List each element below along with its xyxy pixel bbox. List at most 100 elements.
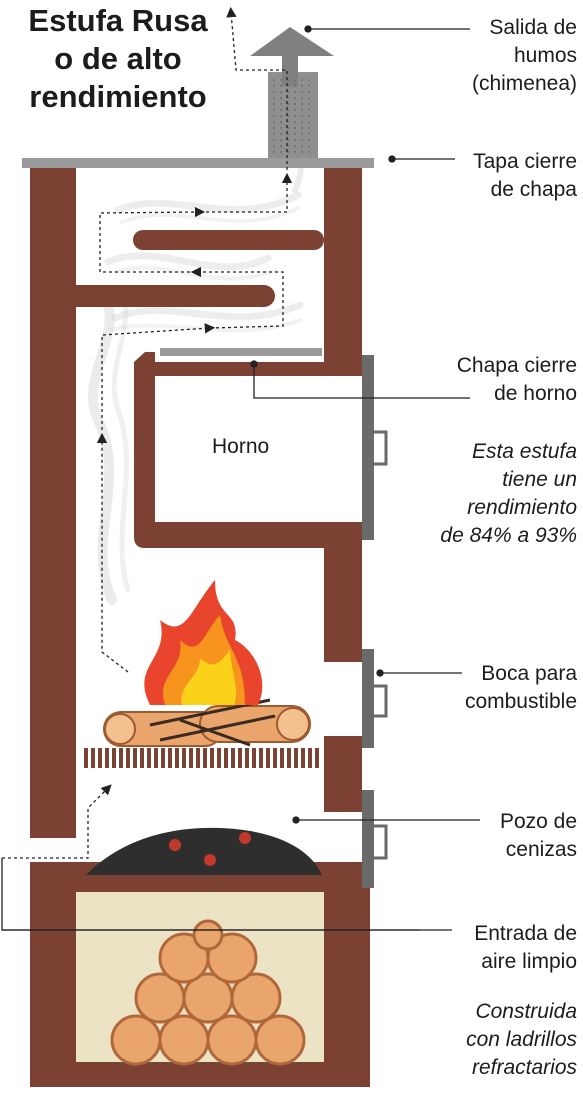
- grate-bar: [245, 748, 249, 768]
- chimney-texture-dot: [294, 103, 296, 105]
- grate-bar: [196, 748, 200, 768]
- chimney-texture-dot: [308, 91, 310, 93]
- tapa-plate: [22, 158, 374, 168]
- chimney-texture-dot: [280, 139, 282, 141]
- chimney-texture-dot: [294, 109, 296, 111]
- grate-bar: [231, 748, 235, 768]
- label-line: aire limpio: [481, 950, 577, 973]
- chimney-texture-dot: [301, 109, 303, 111]
- grate-bar: [147, 748, 151, 768]
- label-rendimiento: Esta estufa tiene un rendimiento de 84% …: [440, 438, 577, 550]
- label-line: (chimenea): [471, 72, 577, 95]
- chimney-texture-dot: [308, 145, 310, 147]
- grate-bar: [182, 748, 186, 768]
- chimney-texture-dot: [294, 85, 296, 87]
- doors: [362, 355, 388, 888]
- label-tapa-cierre: Tapa cierre de chapa: [473, 148, 577, 204]
- title-line-1: Estufa Rusa: [28, 3, 208, 38]
- chimney-texture-dot: [280, 91, 282, 93]
- chimney-texture-dot: [301, 85, 303, 87]
- chimney-texture-dot: [294, 97, 296, 99]
- chimney-texture-dot: [301, 151, 303, 153]
- chimney-texture-dot: [294, 115, 296, 117]
- chimney-texture-dot: [273, 103, 275, 105]
- label-pozo-cenizas: Pozo de cenizas: [500, 808, 577, 864]
- label-line: de 84% a 93%: [440, 524, 577, 547]
- chimney-texture-dot: [273, 127, 275, 129]
- chimney-texture-dot: [294, 151, 296, 153]
- grate-bar: [266, 748, 270, 768]
- label-line: con ladrillos: [466, 1028, 577, 1051]
- burning-logs: [103, 698, 311, 747]
- label-line: Salida de: [489, 16, 577, 39]
- chimney-texture-dot: [294, 79, 296, 81]
- chimney-texture-dot: [273, 97, 275, 99]
- label-line: Tapa cierre: [473, 150, 577, 173]
- chimney-texture-dot: [308, 109, 310, 111]
- chimney-texture-dot: [280, 151, 282, 153]
- chimney-texture-dot: [280, 133, 282, 135]
- chimney-texture-dot: [308, 127, 310, 129]
- grate-bar: [140, 748, 144, 768]
- grate-bar: [133, 748, 137, 768]
- label-line: Construida: [475, 1000, 577, 1023]
- grate-bar: [294, 748, 298, 768]
- label-line: de chapa: [490, 178, 577, 201]
- chimney-texture-dot: [301, 91, 303, 93]
- grate-bar: [217, 748, 221, 768]
- chimney-texture-dot: [294, 121, 296, 123]
- grate-bar: [126, 748, 130, 768]
- grate-bar: [203, 748, 207, 768]
- chimney-texture-dot: [280, 79, 282, 81]
- chimney-texture-dot: [301, 97, 303, 99]
- label-line: tiene un: [502, 468, 577, 491]
- grate-bar: [98, 748, 102, 768]
- chimney-texture-dot: [280, 127, 282, 129]
- label-line: rendimiento: [467, 496, 577, 519]
- grate-bar: [91, 748, 95, 768]
- chimney-texture-dot: [273, 79, 275, 81]
- chimney-texture-dot: [273, 151, 275, 153]
- oven-plate: [160, 348, 322, 356]
- chimney-texture-dot: [280, 145, 282, 147]
- chimney-texture-dot: [294, 127, 296, 129]
- chimney-texture-dot: [308, 133, 310, 135]
- chimney-texture-dot: [301, 115, 303, 117]
- chimney-texture-dot: [301, 103, 303, 105]
- leader-lines: [2, 25, 480, 931]
- chimney-texture-dot: [280, 103, 282, 105]
- grate-bar: [301, 748, 305, 768]
- chimney-texture-dot: [273, 139, 275, 141]
- label-line: de horno: [494, 382, 577, 405]
- label-construida: Construida con ladrillos refractarios: [466, 998, 577, 1082]
- chimney-texture-dot: [308, 103, 310, 105]
- chimney-texture-dot: [308, 85, 310, 87]
- grate-bar: [308, 748, 312, 768]
- label-line: Esta estufa: [471, 440, 577, 463]
- chimney-texture-dot: [294, 145, 296, 147]
- chimney-texture-dot: [273, 133, 275, 135]
- diagram-title: Estufa Rusa o de alto rendimiento: [8, 2, 228, 116]
- chimney-texture-dot: [273, 145, 275, 147]
- label-entrada-aire: Entrada de aire limpio: [474, 920, 577, 976]
- grate-bar: [315, 748, 319, 768]
- label-line: combustible: [464, 690, 577, 713]
- grate-bar: [280, 748, 284, 768]
- chimney-texture-dot: [280, 109, 282, 111]
- chimney-texture-dot: [273, 91, 275, 93]
- chimney-texture-dot: [301, 133, 303, 135]
- label-chapa-cierre: Chapa cierre de horno: [457, 352, 577, 408]
- chimney-texture-dot: [280, 97, 282, 99]
- grate-bar: [168, 748, 172, 768]
- grate-bar: [259, 748, 263, 768]
- chimney-texture-dot: [273, 121, 275, 123]
- chimney-texture-dot: [301, 145, 303, 147]
- chimney-texture-dot: [273, 85, 275, 87]
- grate-bar: [112, 748, 116, 768]
- oven-label: Horno: [212, 435, 270, 458]
- grate-bar: [252, 748, 256, 768]
- label-line: cenizas: [505, 838, 577, 861]
- chimney-texture-dot: [294, 91, 296, 93]
- label-line: Entrada de: [474, 922, 577, 945]
